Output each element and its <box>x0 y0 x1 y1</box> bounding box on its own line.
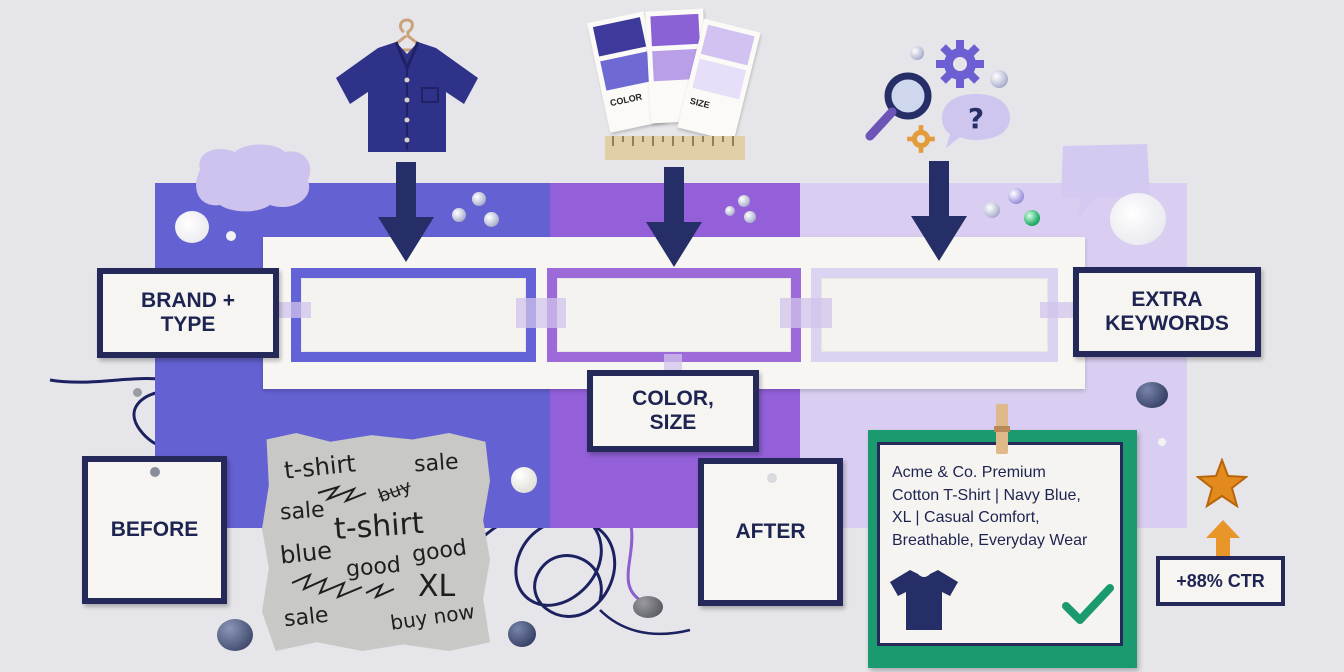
checkmark-icon <box>1062 584 1114 624</box>
pebble <box>508 621 536 647</box>
tape <box>516 298 566 328</box>
label-line: COLOR, <box>632 386 714 410</box>
glass-bead <box>1024 210 1040 226</box>
before-crumpled-note: t-shirt sale buy sale t-shirt blue good … <box>262 433 490 651</box>
optimized-title-line: Breathable, Everyday Wear <box>892 531 1088 549</box>
label-color-size: COLOR,SIZE <box>587 370 759 452</box>
label-after-text: AFTER <box>735 519 806 543</box>
hanger-icon <box>383 18 431 52</box>
tape <box>780 298 832 328</box>
slot-color-size <box>547 268 801 362</box>
label-line: TYPE <box>160 313 216 336</box>
note-word: XL <box>418 569 456 604</box>
star-icon <box>1196 458 1248 509</box>
optimized-title-line: Cotton T-Shirt | Navy Blue, <box>892 486 1081 504</box>
pin <box>767 473 777 483</box>
pebble <box>1136 382 1168 408</box>
gear-icon <box>936 40 984 88</box>
cloud-paper <box>196 144 311 212</box>
note-scribbles <box>291 485 395 600</box>
optimized-title-line: Acme & Co. Premium <box>892 464 1046 481</box>
glass-bead <box>472 192 486 206</box>
glass-bead <box>1008 188 1024 204</box>
label-before-text: BEFORE <box>110 517 199 541</box>
label-brand-type: BRAND +TYPE <box>97 268 279 358</box>
label-before: BEFORE <box>82 456 227 604</box>
question-bubble-icon: ? <box>942 94 1010 148</box>
speech-bubble-icon <box>1061 144 1150 220</box>
magnifier-icon <box>865 72 932 141</box>
ctr-value: +88% CTR <box>1176 570 1265 591</box>
glass-bead <box>744 211 756 223</box>
down-arrow-icon <box>378 162 434 262</box>
pebble <box>633 596 663 618</box>
down-arrow-icon <box>646 167 702 267</box>
down-arrow-icon <box>911 161 967 261</box>
shirt-icon <box>336 18 478 152</box>
gear-icon <box>907 125 935 153</box>
cotton-ball <box>175 211 209 243</box>
label-line: KEYWORDS <box>1105 312 1229 335</box>
pin <box>150 467 160 477</box>
label-line: BRAND + <box>141 288 235 312</box>
pebble <box>226 231 236 241</box>
tshirt-icon <box>890 570 958 630</box>
pebble <box>1158 438 1166 446</box>
glass-bead <box>452 208 466 222</box>
pebble <box>217 619 253 651</box>
glass-bead <box>910 46 924 60</box>
glass-bead <box>725 206 735 216</box>
cotton-ball <box>1110 193 1166 245</box>
ruler-icon <box>605 136 745 160</box>
slot-extra-keywords <box>811 268 1058 362</box>
label-line: SIZE <box>649 411 697 434</box>
slot-brand-type <box>291 268 536 362</box>
pebble <box>511 467 537 493</box>
glass-bead <box>984 202 1000 218</box>
up-arrow-icon <box>1206 520 1240 560</box>
pebble <box>133 388 142 397</box>
ctr-badge: +88% CTR <box>1156 556 1285 606</box>
label-line: EXTRA <box>1131 287 1203 311</box>
glass-bead <box>738 195 750 207</box>
optimized-title: Acme & Co. Premium Cotton T-Shirt | Navy… <box>892 462 1120 552</box>
glass-bead <box>990 70 1008 88</box>
optimized-title-line: XL | Casual Comfort, <box>892 509 1040 526</box>
glass-bead <box>484 212 499 227</box>
clothespin-icon <box>994 404 1010 454</box>
svg-text:?: ? <box>968 102 984 135</box>
